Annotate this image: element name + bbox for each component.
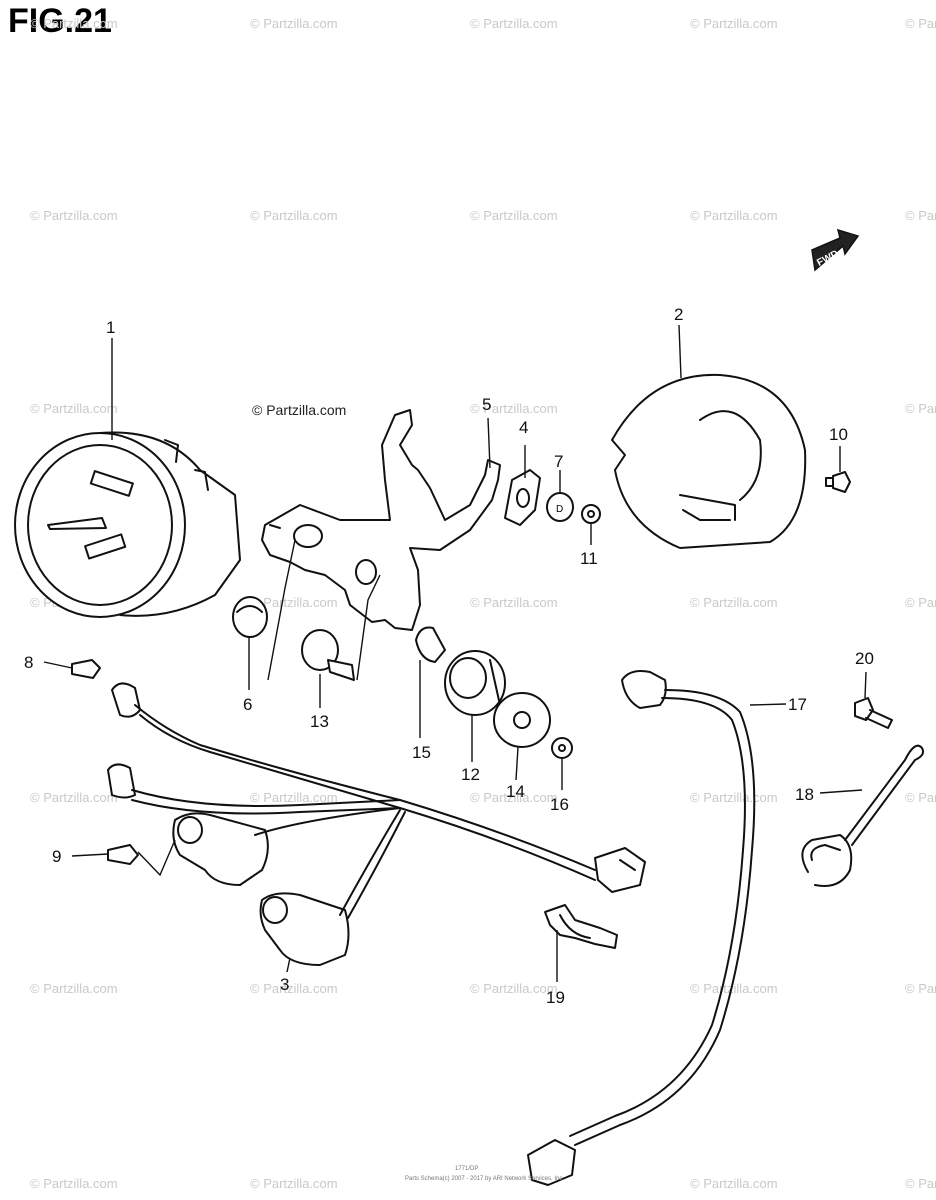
watermark: © Partzilla.com — [905, 208, 936, 223]
watermark: © Partzilla.com — [250, 981, 338, 996]
watermark: © Partzilla.com — [470, 208, 558, 223]
cushion-part — [504, 469, 541, 526]
bolt-part — [301, 629, 355, 681]
callout-19: 19 — [546, 988, 565, 1007]
nut-small-part — [551, 737, 573, 759]
callout-6: 6 — [243, 695, 252, 714]
footer: 1771/DP Parts Schema(c) 2007 - 2017 by A… — [405, 1166, 564, 1182]
leader-lines — [43, 324, 867, 982]
washer-large-part — [493, 692, 551, 748]
callout-5: 5 — [482, 395, 491, 414]
callout-labels: 1 2 3 4 5 6 7 8 9 10 11 12 13 14 15 16 1… — [24, 305, 874, 1007]
watermark: © Partzilla.com — [470, 790, 558, 805]
clamp-part — [544, 904, 618, 949]
callout-1: 1 — [106, 318, 115, 337]
callout-9: 9 — [52, 847, 61, 866]
nut-part — [581, 504, 601, 524]
watermark: © Partzilla.com — [690, 595, 778, 610]
callout-14: 14 — [506, 782, 525, 801]
callout-20: 20 — [855, 649, 874, 668]
wiring-harness-part — [107, 682, 646, 966]
watermark: © Partzilla.com — [30, 981, 118, 996]
watermark: © Partzilla.com — [470, 401, 558, 416]
callout-12: 12 — [461, 765, 480, 784]
watermark: © Partzilla.com — [905, 401, 936, 416]
watermark: © Partzilla.com — [690, 16, 778, 31]
callout-17: 17 — [788, 695, 807, 714]
watermark: © Partzilla.com — [250, 1176, 338, 1191]
watermark: © Partzilla.com — [250, 208, 338, 223]
watermark: © Partzilla.com — [30, 1176, 118, 1191]
callout-18: 18 — [795, 785, 814, 804]
watermark: © Partzilla.com — [30, 16, 118, 31]
watermark: © Partzilla.com — [905, 981, 936, 996]
callout-8: 8 — [24, 653, 33, 672]
watermark: © Partzilla.com — [30, 401, 118, 416]
spring-part — [801, 744, 925, 887]
watermark: © Partzilla.com — [250, 790, 338, 805]
bulb-part — [415, 626, 446, 663]
svg-text:D: D — [556, 504, 563, 515]
figure-title: FIG.21 — [8, 2, 112, 40]
watermark: © Partzilla.com — [690, 981, 778, 996]
footer-code: 1771/DP — [455, 1166, 478, 1172]
watermark-main: © Partzilla.com — [252, 402, 346, 418]
callout-10: 10 — [829, 425, 848, 444]
socket-part — [444, 650, 506, 716]
callout-16: 16 — [550, 795, 569, 814]
watermark: © Partzilla.com — [470, 981, 558, 996]
bulb-small-part — [107, 844, 139, 865]
meter-cover-part — [611, 373, 807, 549]
callout-15: 15 — [412, 743, 431, 762]
watermark: © Partzilla.com — [905, 790, 936, 805]
callout-3: 3 — [280, 975, 289, 994]
meter-bracket-part — [261, 409, 501, 631]
watermark: © Partzilla.com — [690, 1176, 778, 1191]
watermark: © Partzilla.com — [905, 1176, 936, 1191]
watermark: © Partzilla.com — [470, 595, 558, 610]
footer-copyright: Parts Schema(c) 2007 - 2017 by ARI Netwo… — [405, 1176, 564, 1182]
callout-2: 2 — [674, 305, 683, 324]
watermark: © Partzilla.com — [905, 16, 936, 31]
bolt-small-part — [854, 697, 893, 729]
screw-part — [825, 471, 851, 493]
callout-4: 4 — [519, 418, 528, 437]
speedometer-part — [14, 431, 241, 618]
callout-7: 7 — [554, 452, 563, 471]
callout-13: 13 — [310, 712, 329, 731]
washer-part: D — [546, 492, 574, 522]
bulb-small-part — [71, 659, 101, 679]
watermark: © Partzilla.com — [470, 16, 558, 31]
fwd-arrow-icon: FWD — [811, 228, 860, 272]
watermark: © Partzilla.com — [905, 595, 936, 610]
watermark: © Partzilla.com — [30, 208, 118, 223]
callout-11: 11 — [580, 549, 598, 568]
watermark: © Partzilla.com — [30, 790, 118, 805]
watermark: © Partzilla.com — [690, 790, 778, 805]
watermark-layer: © Partzilla.com © Partzilla.com © Partzi… — [30, 16, 936, 1191]
speedometer-cable-part — [527, 670, 756, 1186]
watermark: © Partzilla.com — [690, 208, 778, 223]
watermark: © Partzilla.com — [250, 595, 338, 610]
grommet-part — [232, 596, 268, 638]
watermark: © Partzilla.com — [250, 16, 338, 31]
